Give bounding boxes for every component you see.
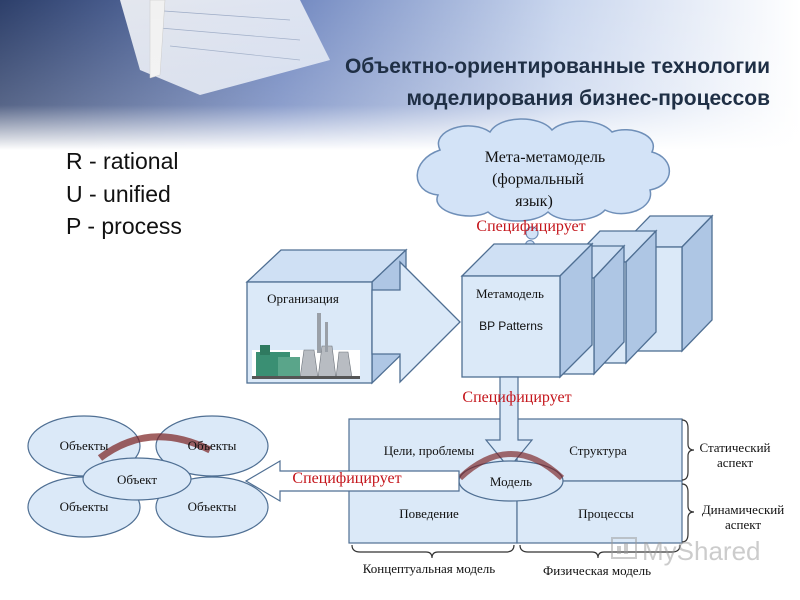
organization-label: Организация bbox=[267, 291, 339, 306]
model-label: Модель bbox=[490, 474, 532, 489]
model-to-object-arrow bbox=[244, 459, 460, 503]
structure-label: Структура bbox=[569, 443, 627, 458]
specifies-label-left: Специфицирует bbox=[292, 470, 401, 487]
organization-to-metamodel-arrow bbox=[371, 260, 461, 384]
conceptual-model-label: Концептуальная модель bbox=[363, 561, 495, 576]
physical-model-label: Физическая модель bbox=[543, 563, 651, 578]
rup-rational: R - rational bbox=[66, 148, 179, 174]
dynamic-aspect-line-1: Динамический bbox=[702, 502, 784, 517]
objects-label-bottom-left: Объекты bbox=[60, 499, 109, 514]
objects-label-bottom-right: Объекты bbox=[188, 499, 237, 514]
specifies-label-middle: Специфицирует bbox=[462, 389, 571, 406]
static-aspect-line-2: аспект bbox=[717, 455, 753, 470]
object-flower bbox=[27, 415, 269, 538]
watermark-logo: MyShared bbox=[611, 536, 761, 566]
static-aspect-line-1: Статический bbox=[699, 440, 770, 455]
header-banner bbox=[0, 0, 800, 150]
metamodel-label: Метамодель bbox=[476, 286, 544, 301]
objects-label-top-left: Объекты bbox=[60, 438, 109, 453]
metamodel-stack bbox=[460, 214, 714, 379]
processes-label: Процессы bbox=[578, 506, 634, 521]
goals-label: Цели, проблемы bbox=[384, 443, 475, 458]
factory-illustration bbox=[252, 313, 360, 379]
model-braces bbox=[351, 419, 695, 559]
title-line-1: Объектно-ориентированные технологии bbox=[344, 55, 770, 78]
bp-patterns-label: BP Patterns bbox=[479, 319, 543, 333]
rup-unified: U - unified bbox=[66, 181, 171, 207]
cloud-line-2: (формальный bbox=[492, 171, 584, 188]
behavior-label: Поведение bbox=[399, 506, 459, 521]
specifies-label-top: Специфицирует bbox=[476, 218, 585, 235]
rup-process: P - process bbox=[66, 213, 182, 239]
objects-label-top-right: Объекты bbox=[188, 438, 237, 453]
title-line-2: моделирования бизнес-процессов bbox=[406, 87, 770, 110]
dynamic-aspect-line-2: аспект bbox=[725, 517, 761, 532]
object-label: Объект bbox=[117, 472, 157, 487]
cloud-line-3: язык) bbox=[515, 193, 553, 210]
watermark-text: MyShared bbox=[642, 536, 761, 566]
cloud-line-1: Мета-метамодель bbox=[485, 149, 605, 166]
